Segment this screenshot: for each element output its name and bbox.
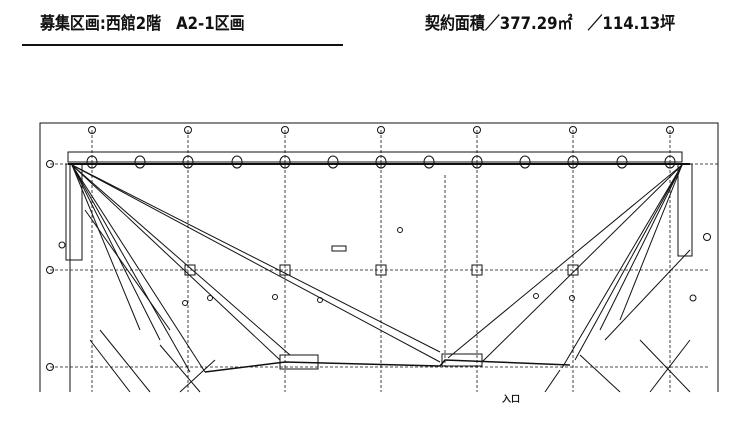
title-underline xyxy=(22,44,343,46)
right-wall xyxy=(677,163,693,257)
entrance-label: 入口 xyxy=(502,395,521,405)
fan-right xyxy=(447,164,691,369)
lower-diagonals xyxy=(89,329,691,393)
top-wall xyxy=(67,151,683,163)
storefront xyxy=(204,359,571,373)
section-title: 募集区画:西館2階 A2-1区画 xyxy=(40,14,245,34)
contract-area: 契約面積／377.29㎡ ／114.13坪 xyxy=(425,14,676,34)
grid-lines xyxy=(50,130,718,392)
fan-left xyxy=(71,164,441,373)
wall-pillars xyxy=(86,155,676,169)
left-wall xyxy=(65,163,83,261)
plan-frame xyxy=(39,122,719,392)
interior-columns xyxy=(184,245,579,276)
fixtures xyxy=(58,227,711,306)
column-markers xyxy=(46,126,674,371)
